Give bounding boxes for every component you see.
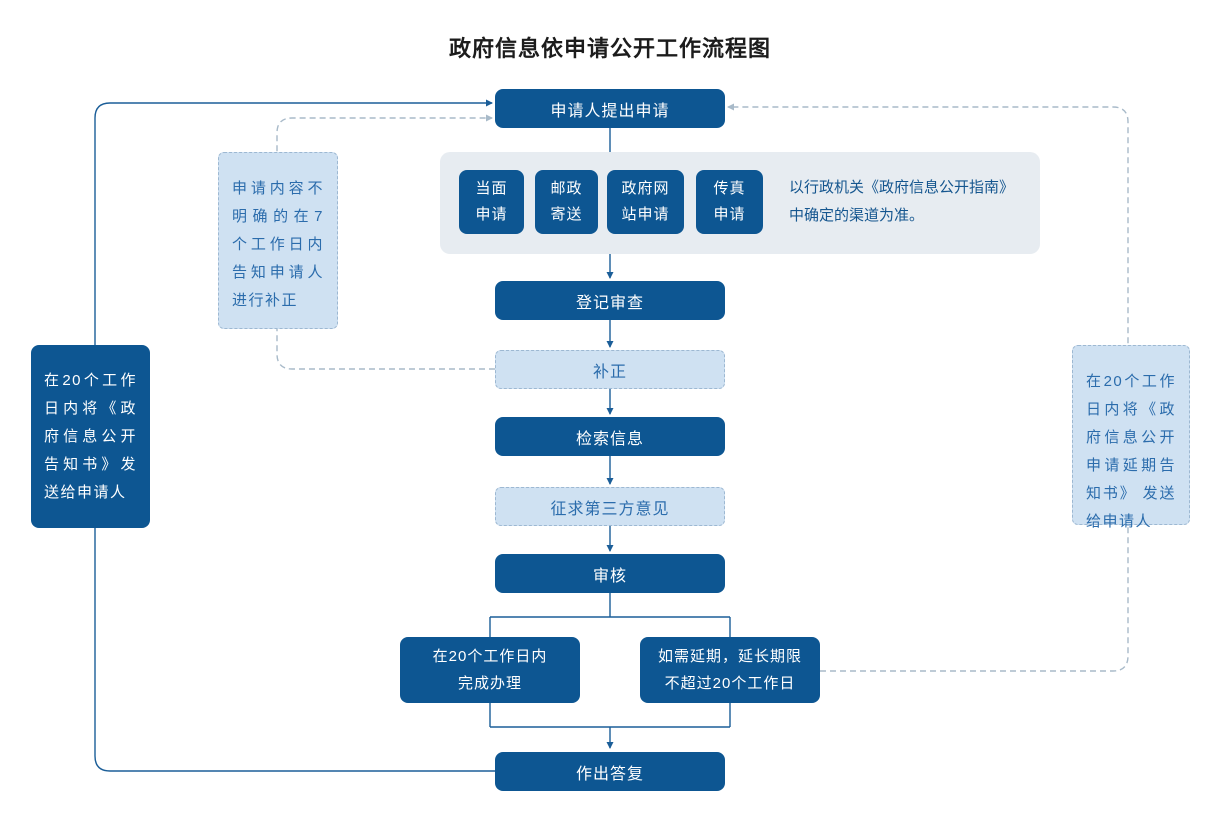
- node-register: 登记审查: [495, 281, 725, 320]
- node-correction-label: 补正: [592, 363, 627, 381]
- channel-line: 申请: [713, 206, 746, 223]
- node-complete-line: 完成办理: [457, 675, 522, 692]
- node-apply: 申请人提出申请: [495, 89, 725, 128]
- node-third-party: 征求第三方意见: [495, 487, 725, 526]
- annotation-correction-note: 申请内容不明确的在7个工作日内告知申请人进行补正: [218, 152, 338, 329]
- annotation-extension-notice-label: 在20个工作日内将《政府信息公开申请延期告知书》 发送给申请人: [1086, 373, 1176, 530]
- node-reply-label: 作出答复: [575, 765, 644, 783]
- node-search-info-label: 检索信息: [575, 430, 644, 448]
- node-third-party-label: 征求第三方意见: [550, 500, 670, 518]
- annotation-send-notice-label: 在20个工作日内将《政府信息公开告知书》发送给申请人: [44, 372, 137, 501]
- channels-note-line: 中确定的渠道为准。: [789, 207, 925, 224]
- node-extension-line: 不超过20个工作日: [664, 675, 796, 692]
- annotation-send-notice: 在20个工作日内将《政府信息公开告知书》发送给申请人: [31, 345, 150, 528]
- channel-line: 政府网: [621, 180, 670, 197]
- channel-line: 站申请: [621, 206, 670, 223]
- node-extension: 如需延期，延长期限 不超过20个工作日: [640, 637, 820, 703]
- node-register-label: 登记审查: [575, 294, 644, 312]
- channel-line: 传真: [713, 180, 746, 197]
- channel-line: 寄送: [550, 206, 583, 223]
- channel-line: 申请: [475, 206, 508, 223]
- page-title: 政府信息依申请公开工作流程图: [448, 36, 771, 61]
- annotation-correction-note-label: 申请内容不明确的在7个工作日内告知申请人进行补正: [232, 180, 324, 309]
- node-apply-label: 申请人提出申请: [550, 102, 670, 120]
- node-review-label: 审核: [592, 567, 627, 585]
- channels-note: 以行政机关《政府信息公开指南》 中确定的渠道为准。: [789, 174, 1049, 230]
- node-channel-in-person: 当面 申请: [459, 170, 524, 234]
- node-correction: 补正: [495, 350, 725, 389]
- node-complete-line: 在20个工作日内: [432, 648, 548, 665]
- node-channel-postal: 邮政 寄送: [535, 170, 598, 234]
- node-channel-website: 政府网 站申请: [607, 170, 684, 234]
- node-channel-fax: 传真 申请: [696, 170, 763, 234]
- node-search-info: 检索信息: [495, 417, 725, 456]
- channel-line: 邮政: [550, 180, 583, 197]
- channels-note-line: 以行政机关《政府信息公开指南》: [789, 179, 1015, 196]
- node-reply: 作出答复: [495, 752, 725, 791]
- node-extension-line: 如需延期，延长期限: [657, 648, 802, 665]
- node-complete-in-20-days: 在20个工作日内 完成办理: [400, 637, 580, 703]
- annotation-extension-notice: 在20个工作日内将《政府信息公开申请延期告知书》 发送给申请人: [1072, 345, 1190, 530]
- node-review: 审核: [495, 554, 725, 593]
- channel-line: 当面: [475, 180, 508, 197]
